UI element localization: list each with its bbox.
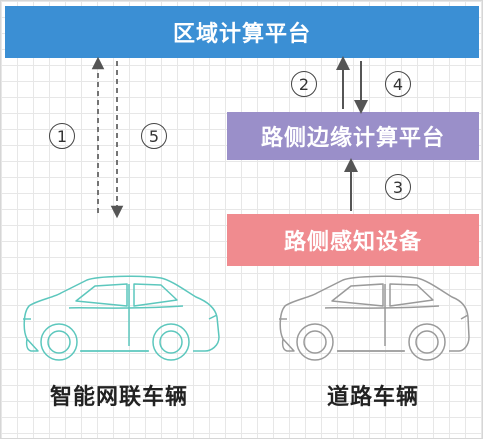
car-icon (23, 275, 220, 361)
connected-vehicle-label: 智能网联车辆 (49, 385, 188, 410)
roadside-sensing-device-label: 路侧感知设备 (283, 230, 422, 255)
step-2-label: 2 (298, 74, 310, 94)
roadside-edge-computing-platform: 路侧边缘计算平台 (227, 112, 479, 160)
step-4-label: 4 (392, 74, 404, 94)
step-5-badge: 5 (141, 123, 167, 149)
step-1-badge: 1 (49, 123, 75, 149)
roadside-edge-computing-platform-label: 路侧边缘计算平台 (260, 126, 445, 151)
step-3-badge: 3 (385, 174, 411, 200)
step-5-label: 5 (148, 126, 160, 146)
step-4-badge: 4 (385, 71, 411, 97)
step-3-label: 3 (392, 177, 404, 197)
regional-computing-platform: 区域计算平台 (5, 6, 479, 58)
step-1-label: 1 (56, 126, 68, 146)
road-vehicle-label: 道路车辆 (326, 385, 419, 410)
step-2-badge: 2 (291, 71, 317, 97)
car-icon (279, 275, 470, 361)
regional-computing-platform-label: 区域计算平台 (172, 22, 311, 47)
roadside-sensing-device: 路侧感知设备 (227, 214, 479, 266)
